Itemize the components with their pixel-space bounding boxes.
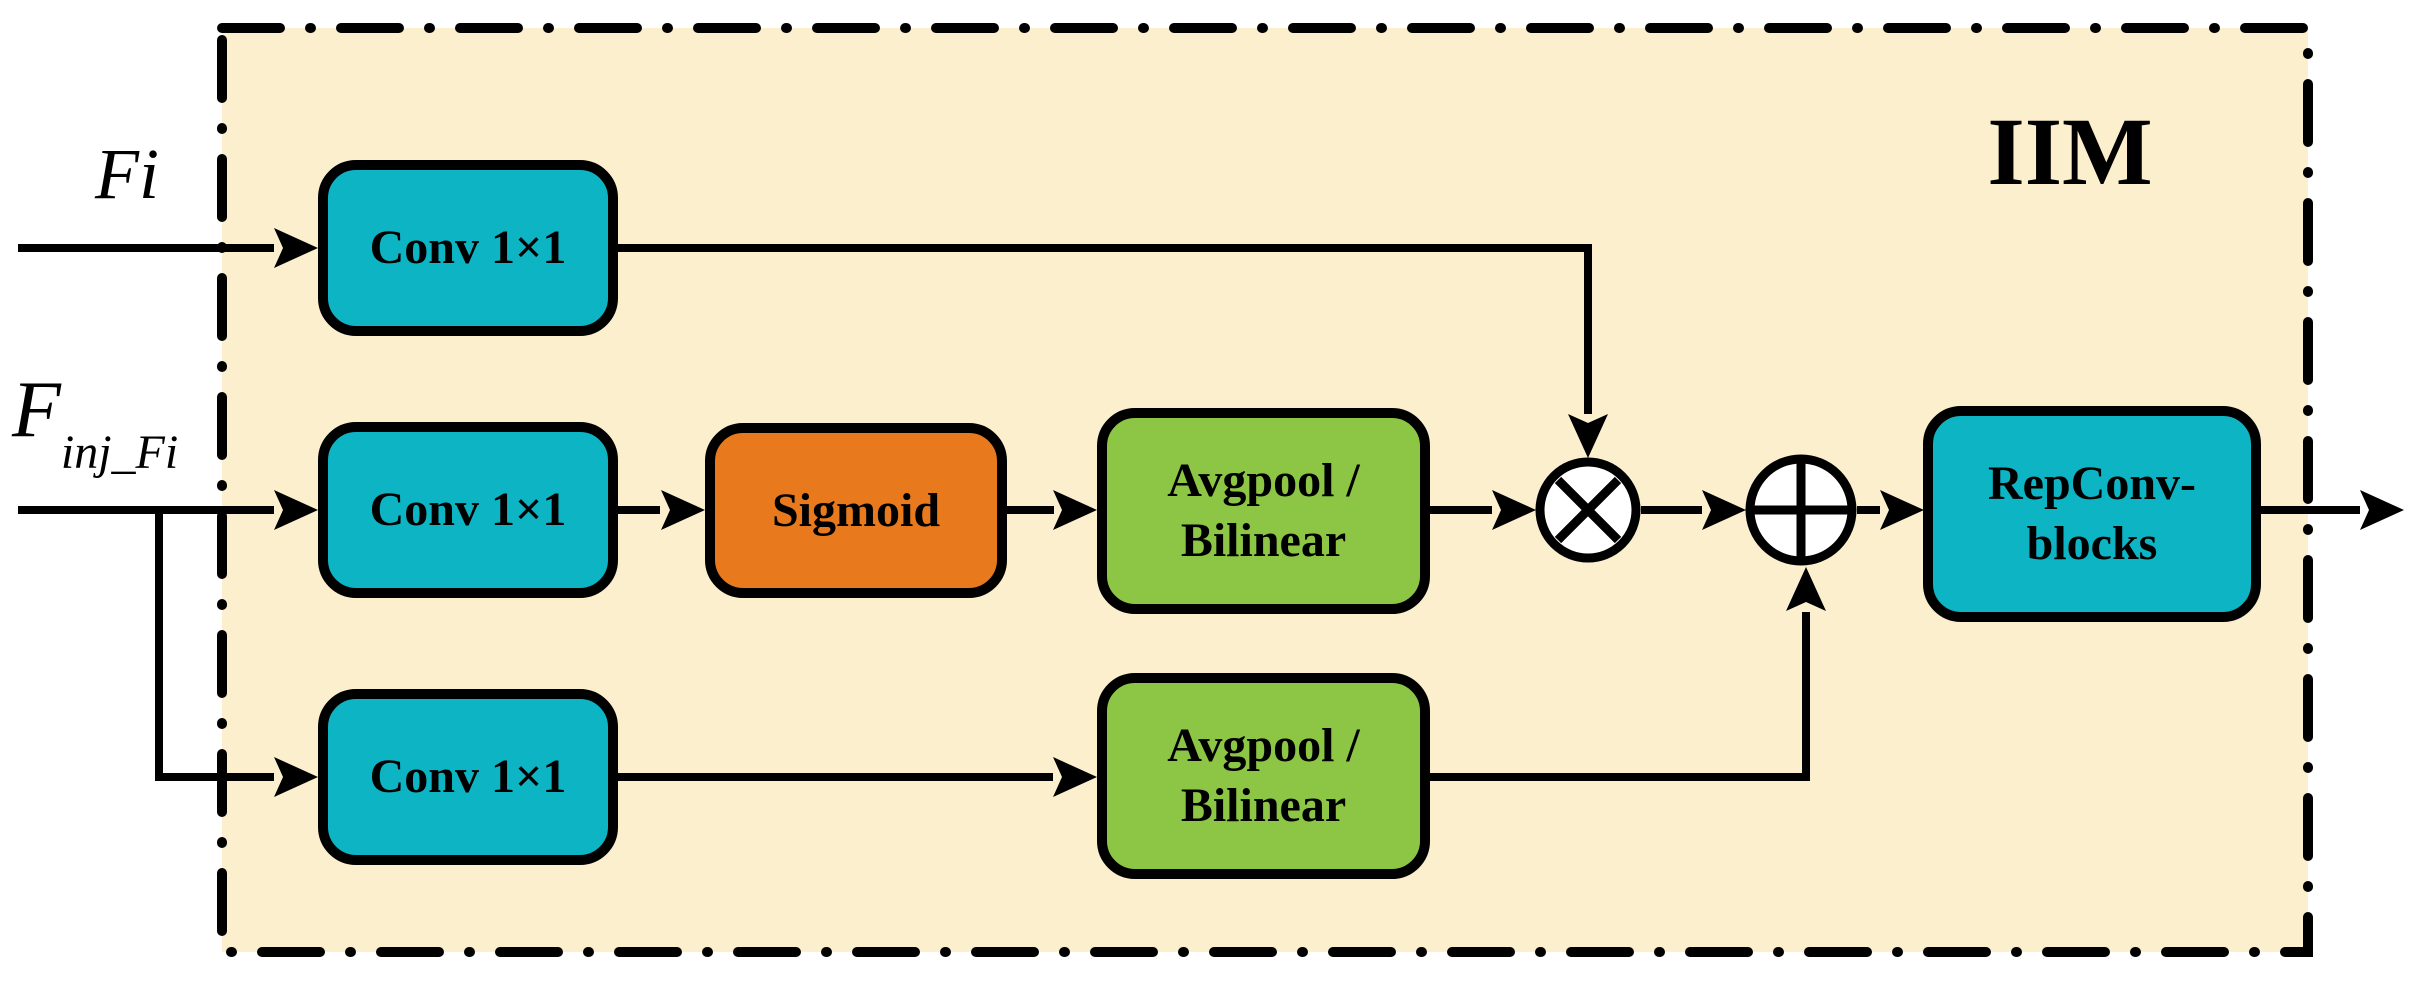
arrow-bottomavgpool-to-add bbox=[1430, 567, 1826, 781]
avgpool-bottom-label-line2: Bilinear bbox=[1180, 779, 1347, 832]
arrow-add-to-repconv bbox=[1857, 490, 1924, 530]
conv1x1-top-block: Conv 1×1 bbox=[318, 160, 618, 336]
conv1x1-top-label: Conv 1×1 bbox=[369, 221, 567, 274]
avgpool-bottom-label-line1: Avgpool / bbox=[1167, 719, 1360, 772]
input-fi-label: Fi bbox=[95, 134, 159, 214]
arrow-finj-branch-to-bottomconv bbox=[155, 510, 318, 797]
arrow-midconv-to-sigmoid bbox=[618, 490, 705, 530]
conv1x1-middle-block: Conv 1×1 bbox=[318, 422, 618, 598]
arrow-fi-input bbox=[18, 228, 318, 268]
avgpool-bilinear-middle-block: Avgpool / Bilinear bbox=[1097, 408, 1430, 614]
repconv-blocks-block: RepConv- blocks bbox=[1923, 406, 2261, 622]
arrow-bottomconv-to-avgpool bbox=[618, 757, 1097, 797]
conv1x1-middle-label: Conv 1×1 bbox=[369, 483, 567, 536]
multiply-node-icon bbox=[1535, 457, 1641, 563]
arrow-finj-input bbox=[18, 490, 318, 530]
repconv-label-line2: blocks bbox=[2026, 517, 2158, 570]
avgpool-middle-label-line1: Avgpool / bbox=[1167, 454, 1360, 507]
module-title: IIM bbox=[1987, 98, 2153, 205]
input-finj-base: F bbox=[12, 366, 61, 454]
input-finj-label: Finj_Fi bbox=[12, 370, 178, 477]
conv1x1-bottom-label: Conv 1×1 bbox=[369, 750, 567, 803]
sigmoid-label: Sigmoid bbox=[771, 483, 941, 537]
avgpool-middle-label-line2: Bilinear bbox=[1180, 514, 1347, 567]
repconv-label-line1: RepConv- bbox=[1987, 457, 2196, 510]
arrow-multiply-to-add bbox=[1641, 490, 1746, 530]
add-node-icon bbox=[1745, 454, 1857, 566]
conv1x1-bottom-block: Conv 1×1 bbox=[318, 689, 618, 865]
arrow-sigmoid-to-avgpool bbox=[1007, 490, 1097, 530]
sigmoid-block: Sigmoid bbox=[705, 423, 1007, 598]
arrow-topconv-to-multiply bbox=[618, 244, 1608, 458]
avgpool-bilinear-bottom-block: Avgpool / Bilinear bbox=[1097, 673, 1430, 879]
arrow-output bbox=[2261, 490, 2404, 530]
input-finj-subscript: inj_Fi bbox=[60, 426, 179, 479]
arrow-avgpool-to-multiply bbox=[1430, 490, 1536, 530]
